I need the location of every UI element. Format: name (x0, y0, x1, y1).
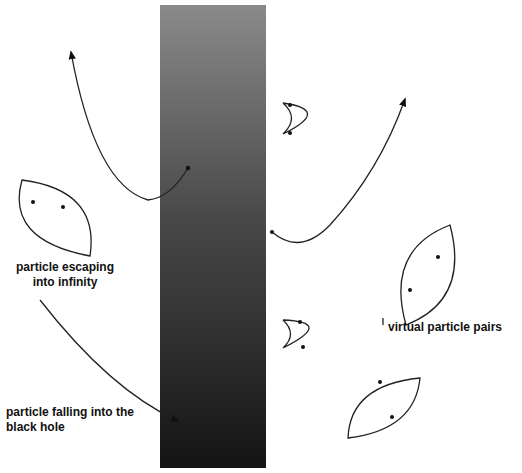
falling-particle-path (40, 300, 178, 421)
virtual-pair-loop (401, 225, 455, 325)
tick-mark (382, 318, 383, 325)
virtual-pair-loop (283, 103, 308, 134)
escaping-particle-path (71, 52, 188, 200)
virtual-pair-loop (348, 378, 420, 438)
escaping-particle-path (272, 99, 405, 242)
particle-label: particle escaping into infinity (4, 260, 126, 290)
virtual-pair-loop (283, 320, 309, 348)
pair-label: virtual particle pairs (388, 320, 502, 335)
particle-label: particle falling into the black hole (6, 405, 134, 435)
black-hole-region (160, 5, 266, 468)
virtual-pair-loop (19, 180, 91, 256)
